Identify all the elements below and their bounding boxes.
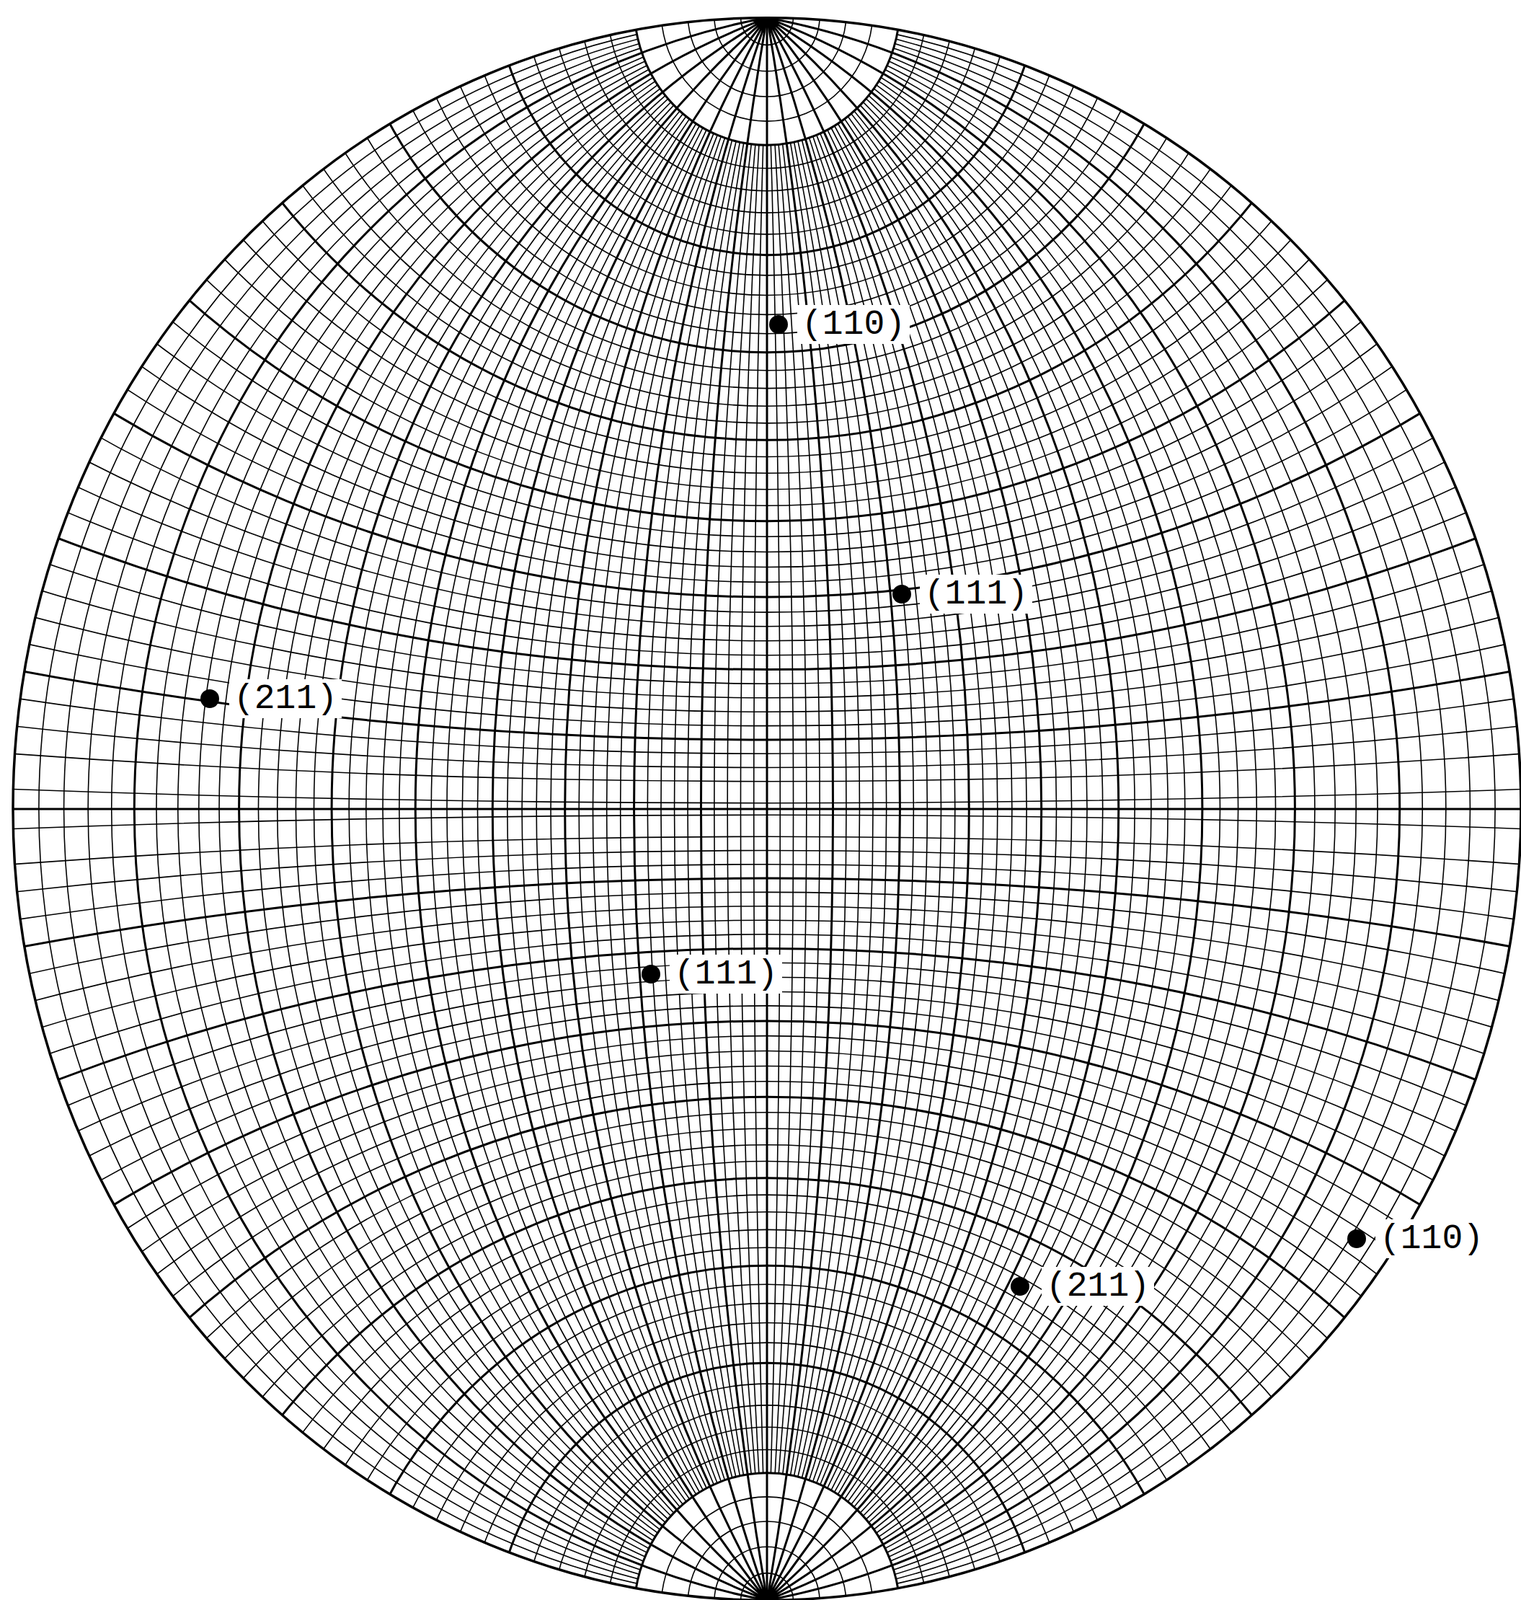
central-meridian [766, 18, 769, 1600]
pole-dot [769, 315, 788, 334]
pole-label: (111) [669, 954, 783, 994]
pole-label: (110) [1375, 1218, 1488, 1258]
pole-dot [200, 689, 220, 708]
pole-dot [641, 964, 661, 984]
pole-dot [1010, 1276, 1030, 1296]
pole-dot [892, 584, 912, 604]
pole-label: (110) [797, 304, 910, 344]
pole-label: (211) [229, 679, 342, 718]
pole-label: (111) [919, 574, 1033, 614]
pole-dot [1347, 1229, 1367, 1248]
pole-label: (211) [1041, 1266, 1155, 1306]
primitive-circle [12, 18, 1521, 1600]
